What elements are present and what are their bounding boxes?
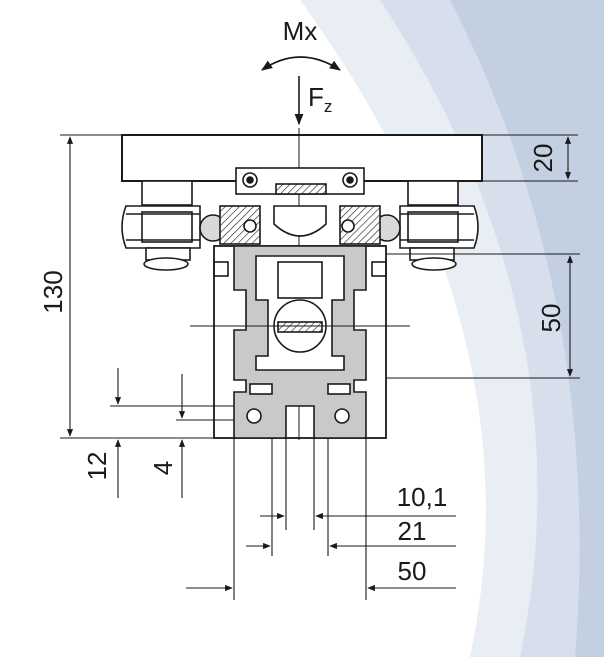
dim-label-4: 4 (148, 461, 178, 475)
left-roller (121, 180, 227, 271)
moment-label: Mx (283, 16, 318, 46)
moment-mx (261, 56, 341, 71)
clamp-block (235, 167, 365, 195)
dim-label-20: 20 (528, 144, 558, 173)
dim-label-130: 130 (38, 270, 68, 313)
force-label: Fz (308, 82, 332, 116)
dim-label-10-1: 10,1 (397, 482, 448, 512)
dim-label-50-horizontal: 50 (398, 556, 427, 586)
dim-label-50-vertical: 50 (536, 304, 566, 333)
dim-label-21: 21 (398, 516, 427, 546)
dim-label-12: 12 (82, 452, 112, 481)
dimension-lines (60, 134, 580, 600)
